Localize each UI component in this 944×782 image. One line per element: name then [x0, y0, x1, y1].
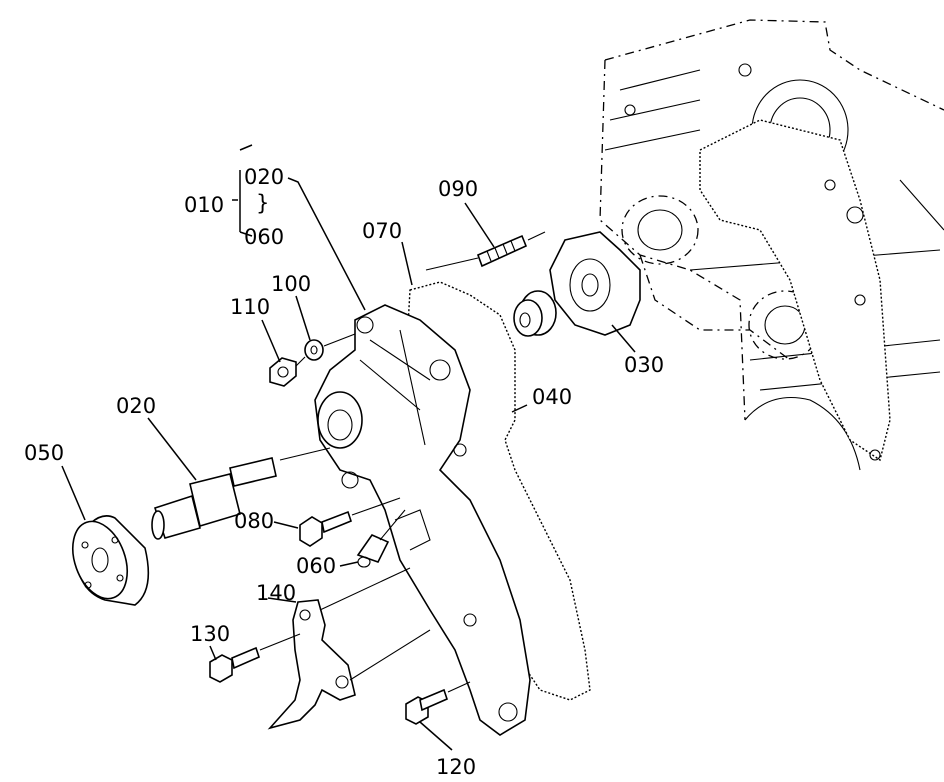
label-050: 050 — [24, 441, 64, 465]
label-080: 080 — [234, 509, 274, 533]
stud-bolt-090 — [425, 231, 546, 271]
water-pump-body — [314, 304, 531, 736]
nut-axis-line — [295, 333, 356, 367]
bolt-120 — [405, 681, 471, 725]
label-030: 030 — [624, 353, 664, 377]
bolt-130 — [209, 633, 301, 683]
label-020: 020 — [116, 394, 156, 418]
bracket-brace: } — [256, 191, 269, 215]
label-010: 010 — [184, 193, 224, 217]
label-040: 040 — [532, 385, 572, 409]
seal-040 — [513, 290, 557, 337]
label-060-top: 060 — [244, 225, 284, 249]
label-130: 130 — [190, 622, 230, 646]
nut-110 — [269, 357, 297, 387]
label-070: 070 — [362, 219, 402, 243]
engine-block-outline — [599, 19, 944, 471]
leader-lines — [61, 144, 636, 751]
flange-050 — [72, 515, 150, 606]
label-090: 090 — [438, 177, 478, 201]
label-120: 120 — [436, 755, 476, 779]
bolt-080 — [299, 497, 401, 547]
sensor-060 — [356, 509, 406, 568]
label-110: 110 — [230, 295, 270, 319]
label-100: 100 — [271, 272, 311, 296]
label-140: 140 — [256, 581, 296, 605]
label-060: 060 — [296, 554, 336, 578]
pump-shaft-020 — [151, 447, 331, 540]
label-020-top: 020 — [244, 165, 284, 189]
bracket-140 — [267, 567, 431, 730]
washer-100 — [304, 339, 324, 361]
impeller-030 — [549, 231, 641, 336]
